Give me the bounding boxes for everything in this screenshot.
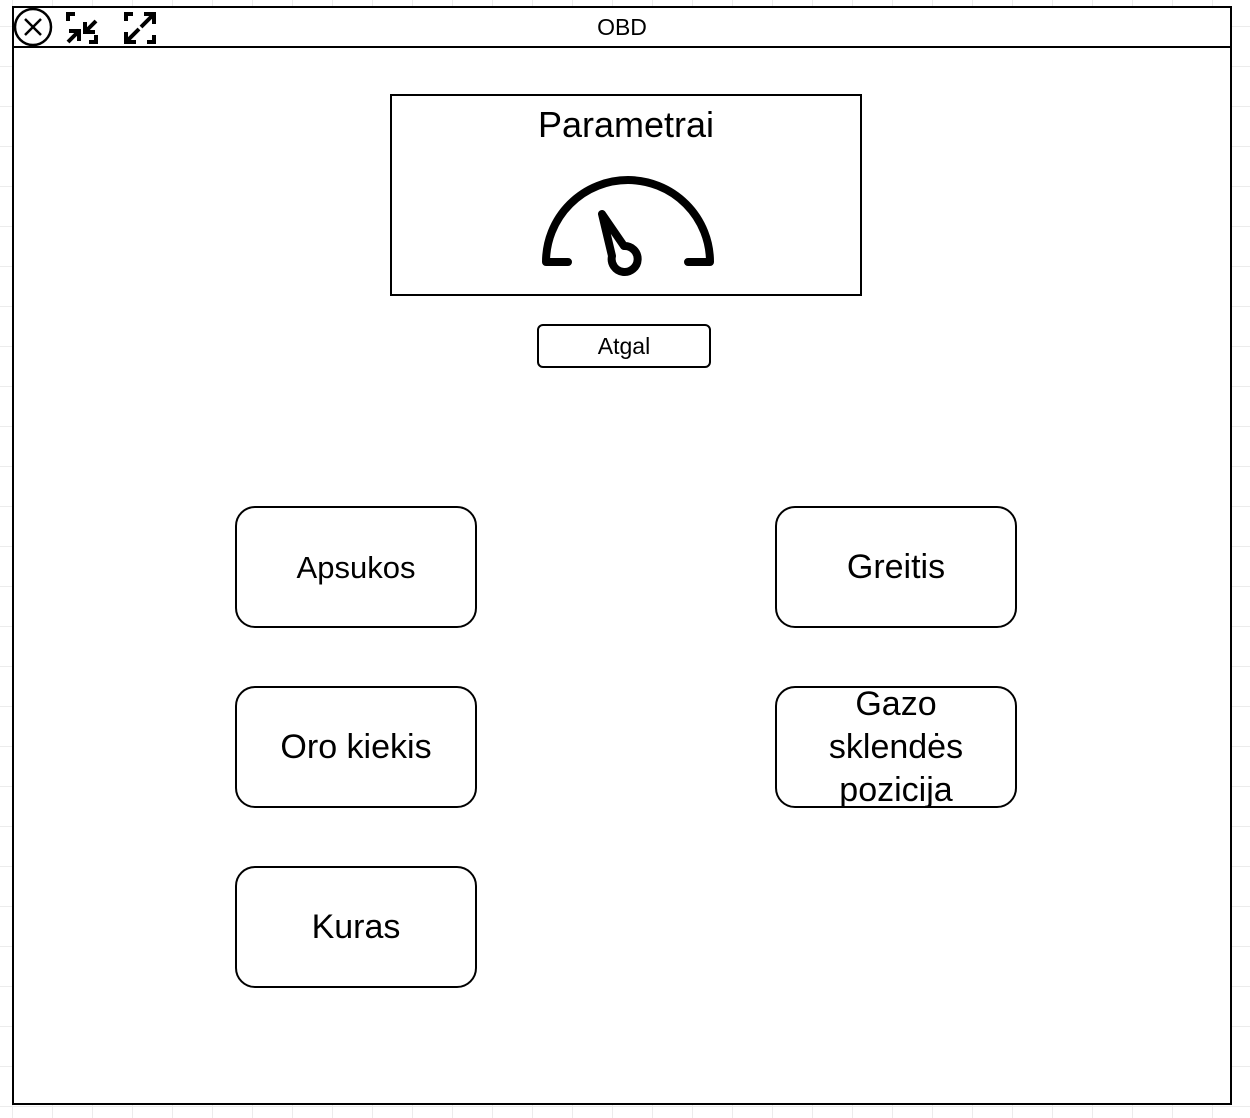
back-button[interactable]: Atgal xyxy=(537,324,711,368)
title-bar: OBD xyxy=(12,6,1230,48)
speed-button[interactable]: Greitis xyxy=(775,506,1017,628)
app-window: OBD Parametrai Atgal Apsukos Greitis Oro… xyxy=(12,6,1232,1105)
window-title: OBD xyxy=(597,14,647,40)
air-flow-button-label: Oro kiekis xyxy=(280,727,432,766)
minimize-icon[interactable] xyxy=(64,10,100,46)
parameters-header: Parametrai xyxy=(390,94,862,296)
throttle-position-button[interactable]: Gazo sklendės pozicija xyxy=(775,685,1017,809)
speed-button-label: Greitis xyxy=(846,547,946,586)
fuel-button-label: Kuras xyxy=(311,907,401,946)
throttle-position-button-label: Gazo sklendės pozicija xyxy=(828,684,964,809)
rpm-button-label: Apsukos xyxy=(296,549,416,585)
fuel-button[interactable]: Kuras xyxy=(235,866,477,988)
rpm-button[interactable]: Apsukos xyxy=(235,506,477,628)
maximize-icon[interactable] xyxy=(122,10,158,46)
close-icon[interactable] xyxy=(12,6,54,48)
gauge-icon xyxy=(542,176,714,276)
page-title: Parametrai xyxy=(537,104,715,145)
air-flow-button[interactable]: Oro kiekis xyxy=(235,686,477,808)
